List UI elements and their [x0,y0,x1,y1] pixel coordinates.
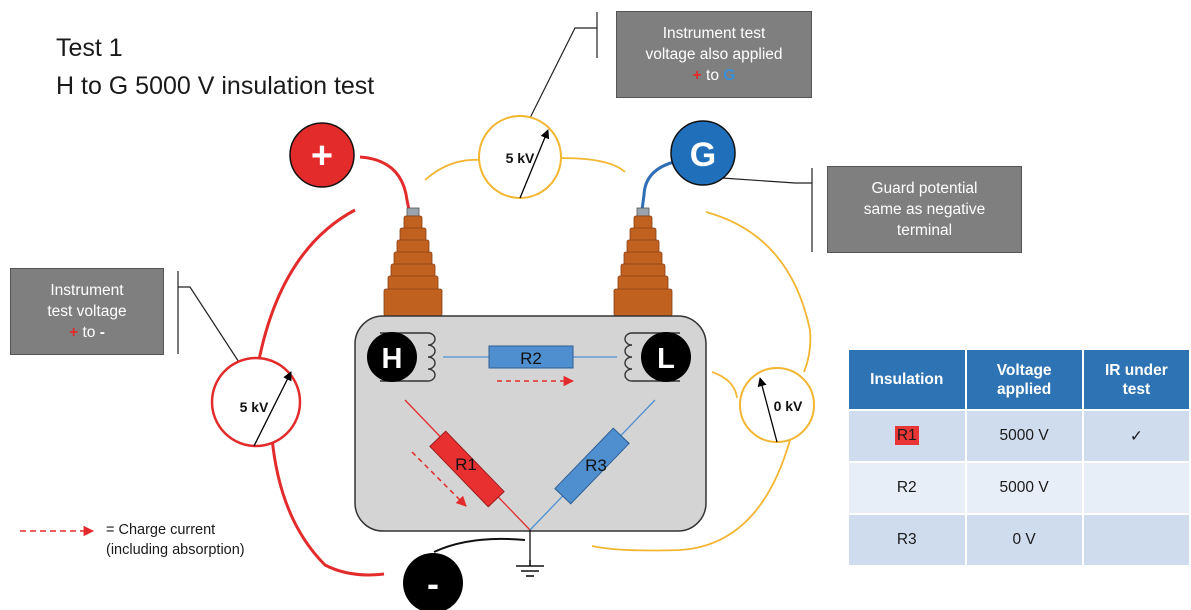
cell-under-test [1081,461,1191,515]
callout-top-line2: voltage also applied [645,46,783,63]
guard-terminal: G [670,120,736,186]
cell-voltage: 5000 V [964,409,1084,463]
page-subtitle: H to G 5000 V insulation test [56,72,375,100]
meter-left-reading: 5 kV [240,399,269,415]
negative-wire [433,537,526,553]
highlighted-r1: R1 [894,426,919,445]
meter-top: 5 kV [478,115,562,199]
callout-right-line3: terminal [896,222,953,239]
h-terminal-label: H [382,343,403,375]
l-bushing [613,207,673,317]
callout-top-line1: Instrument test [662,25,766,42]
minus-terminal: - [403,553,463,610]
h-coil [380,332,436,382]
cell-voltage: 5000 V [964,461,1084,515]
minus-sign: - [99,324,105,341]
callout-instrument-test-voltage: Instrument test voltage + to - [10,268,164,355]
callout-left-line1: Instrument [50,282,124,299]
callout-left-line2: test voltage [47,303,127,320]
cell-insulation: R1 [847,409,967,463]
page-title: Test 1 [56,34,123,62]
cell-insulation: R3 [847,513,967,567]
h-terminal: H [367,332,417,382]
plus-sign: + [69,324,79,341]
plus-terminal: + [289,122,355,188]
resistor-r3 [554,427,630,505]
red-wires [256,155,411,577]
callout-top-line3: + to G [617,65,811,86]
to-text: to [701,67,724,84]
h-bushing [383,207,443,317]
resistor-r3-label: R3 [585,456,607,475]
l-terminal: L [641,332,691,382]
l-terminal-label: L [657,343,675,375]
cell-under-test: ✓ [1081,409,1191,463]
legend-line1: = Charge current [106,522,216,538]
callout-left-line3: + to - [11,322,163,343]
to-text: to [78,324,100,341]
minus-terminal-label: - [427,563,439,604]
meter-right-reading: 0 kV [774,398,803,414]
callout-right-line2: same as negative [863,201,986,218]
g-letter: G [723,67,736,84]
meter-right: 0 kV [739,367,815,443]
plus-terminal-label: + [311,135,333,177]
ground-icon [516,560,544,577]
plus-sign: + [692,67,702,84]
yellow-wires [424,157,812,552]
l-coil [624,332,680,382]
resistor-r1 [429,430,505,508]
meter-left: 5 kV [210,356,302,448]
legend-line2: (including absorption) [106,542,245,558]
callout-leaders [177,12,813,377]
meter-top-reading: 5 kV [506,150,535,166]
resistor-r2-label: R2 [520,349,542,368]
cell-under-test [1081,513,1191,567]
legend: = Charge current (including absorption) [106,520,245,560]
resistor-r2: R2 [488,345,574,369]
table-row: R2 5000 V [847,461,1191,515]
guard-terminal-label: G [690,136,716,174]
cell-voltage: 0 V [964,513,1084,567]
cell-insulation: R2 [847,461,967,515]
callout-guard-potential: Guard potential same as negative termina… [827,166,1022,253]
charge-current-r1-arrow [411,451,467,507]
callout-right-line1: Guard potential [871,180,978,197]
header-insulation: Insulation [847,348,967,411]
guard-wire [640,160,675,211]
resistor-r1-label: R1 [455,455,477,474]
table-row: R1 5000 V ✓ [847,409,1191,463]
table-row: R3 0 V [847,513,1191,567]
callout-test-voltage-guard: Instrument test voltage also applied + t… [616,11,812,98]
